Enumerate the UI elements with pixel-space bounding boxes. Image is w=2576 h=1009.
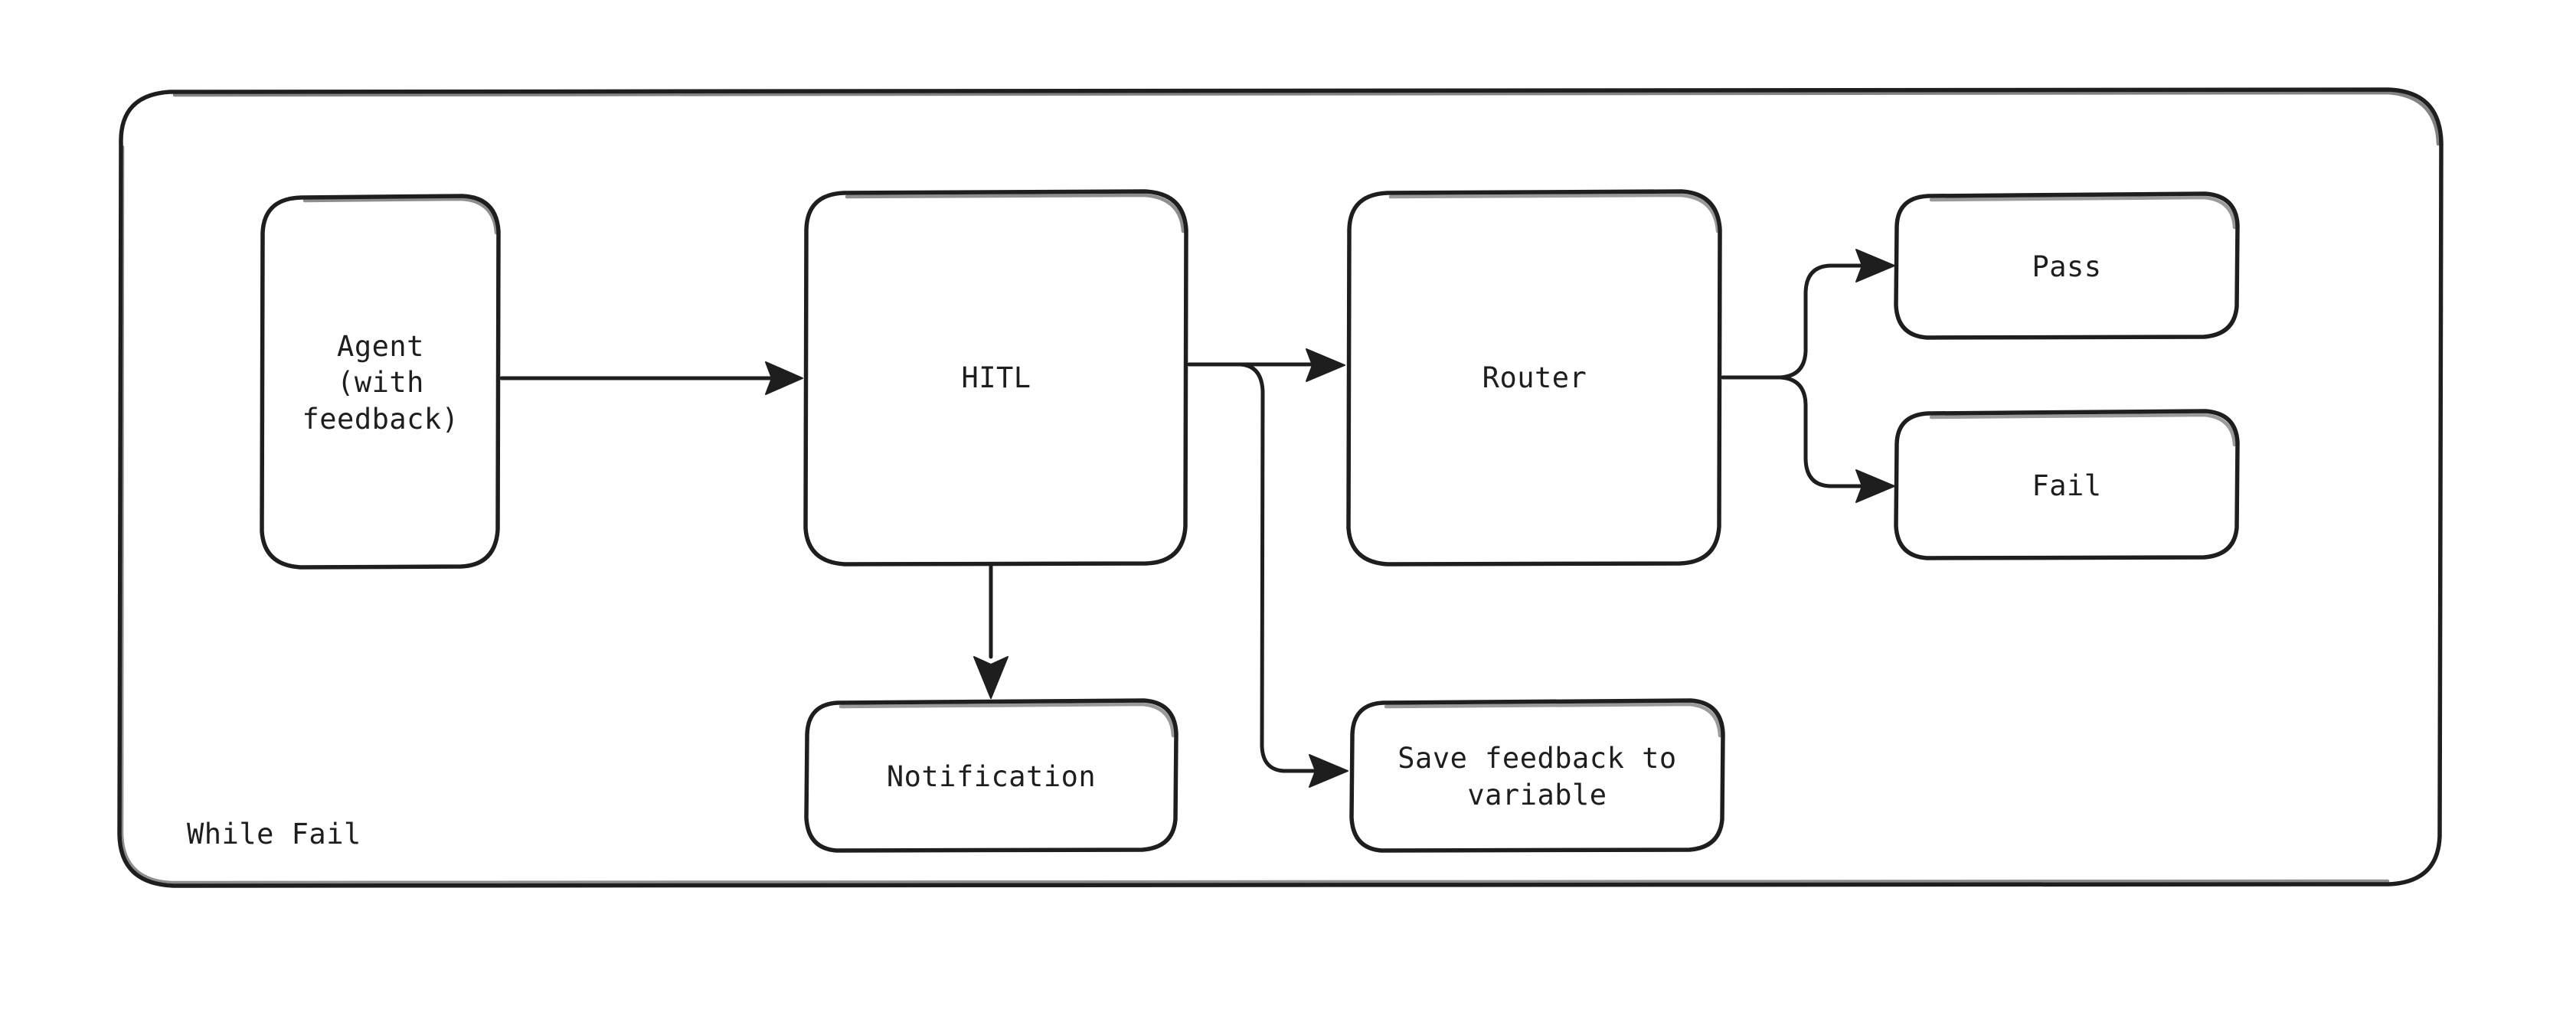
- edge-router-to-fail: [1721, 375, 1895, 503]
- node-fail[interactable]: [1894, 409, 2240, 560]
- edge-hitl-to-save-feedback: [1187, 362, 1348, 788]
- edge-agent-to-hitl: [499, 361, 803, 395]
- edge-hitl-to-notification: [973, 564, 1008, 699]
- node-pass[interactable]: [1894, 191, 2240, 340]
- node-notification-hit[interactable]: [805, 700, 1178, 853]
- group-label-while-fail: While Fail: [187, 818, 361, 851]
- node-pass-hit[interactable]: [1894, 193, 2239, 340]
- node-router-hit[interactable]: [1347, 191, 1722, 566]
- node-fail-hit[interactable]: [1894, 410, 2239, 560]
- edge-router-to-pass: [1721, 249, 1895, 380]
- node-save-feedback-hit[interactable]: [1350, 700, 1724, 853]
- node-notification[interactable]: [804, 698, 1178, 853]
- node-hitl-hit[interactable]: [804, 191, 1188, 566]
- node-hitl[interactable]: [803, 189, 1188, 567]
- node-agent[interactable]: [260, 194, 501, 570]
- node-agent-hit[interactable]: [262, 195, 501, 569]
- node-router[interactable]: [1346, 189, 1722, 567]
- group-container-while-fail[interactable]: [117, 87, 2444, 888]
- node-save-feedback[interactable]: [1349, 698, 1725, 853]
